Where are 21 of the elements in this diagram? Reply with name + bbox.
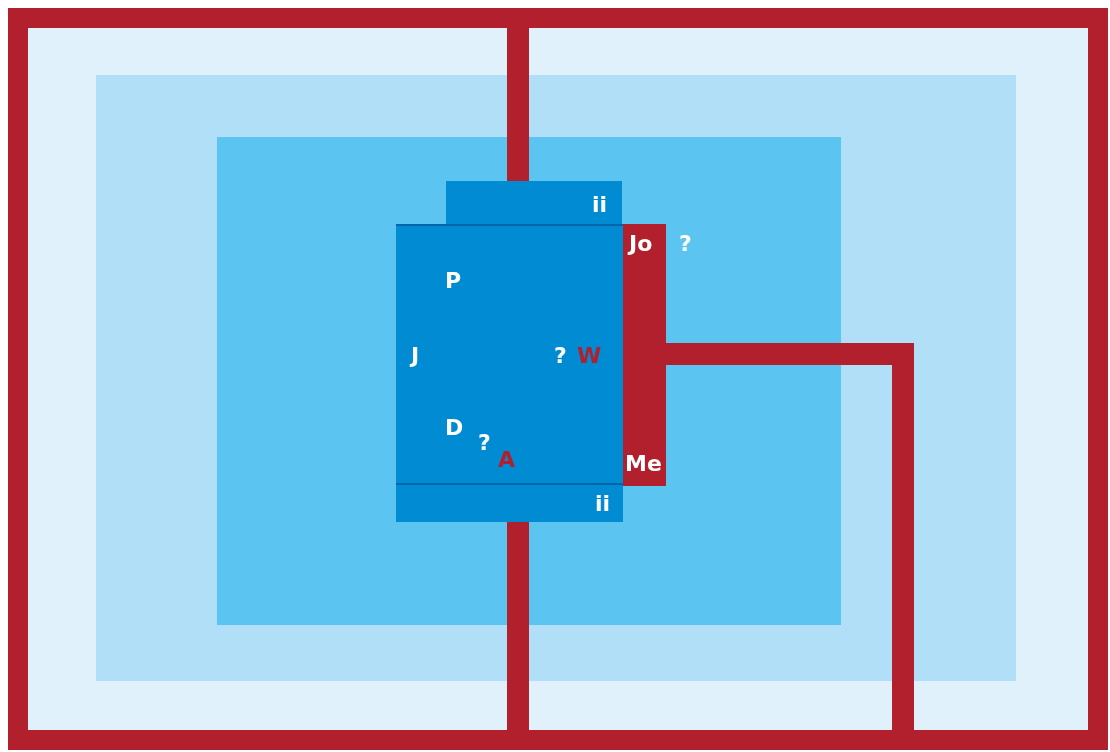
connector-line: [507, 522, 529, 730]
node-label: ?: [478, 432, 491, 454]
side-label: ?: [679, 233, 692, 255]
inner-band: [217, 137, 841, 625]
node-label: ii: [595, 493, 611, 515]
node-label: W: [577, 345, 602, 367]
middle-band: [96, 75, 1016, 681]
outer-frame: [8, 8, 1108, 750]
node-label: A: [498, 449, 516, 471]
node-label: D: [445, 417, 464, 439]
top-strip: [446, 181, 622, 224]
bottom-strip: [396, 485, 623, 522]
central-box: [396, 224, 623, 485]
node-label: ?: [554, 345, 567, 367]
node-label: Me: [625, 453, 662, 475]
connector-line: [666, 343, 914, 730]
connector-line: [507, 28, 529, 181]
node-label: J: [411, 345, 420, 367]
node-label: P: [445, 270, 462, 292]
node-label: Jo: [629, 233, 653, 255]
node-label: ii: [592, 194, 608, 216]
